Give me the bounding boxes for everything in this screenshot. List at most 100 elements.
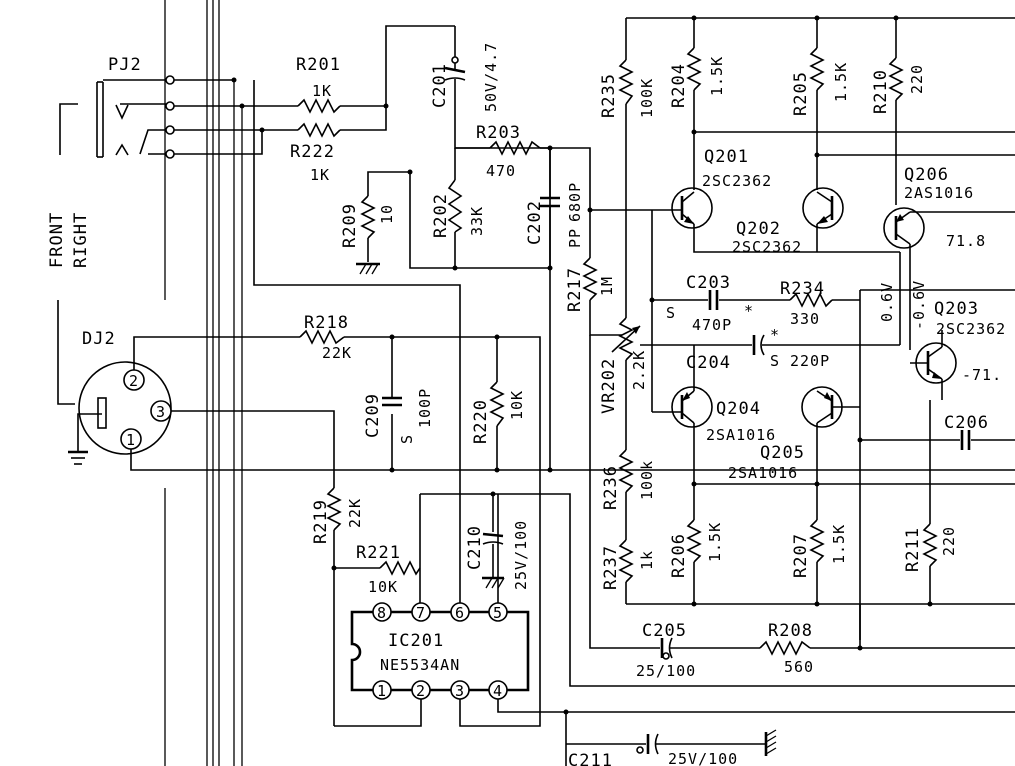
- c204-mark: *: [770, 326, 780, 344]
- transistor-q202: Q202 2SC2362: [732, 187, 844, 256]
- resistor-r203: R203 470: [476, 123, 541, 180]
- ic-ic201: 8 7 6 5 1 2 3 4 IC201 NE5534AN: [350, 602, 530, 700]
- c209-ref: C209: [363, 393, 383, 438]
- c202-ref: C202: [525, 200, 545, 245]
- r205-value: 1.5K: [832, 62, 850, 102]
- resistor-r222: R222 1K: [290, 122, 341, 184]
- r235-ref: R235: [599, 73, 619, 118]
- resistor-r204: R204 1.5K: [669, 47, 726, 190]
- ic201-ref: IC201: [388, 631, 444, 651]
- c209-value: 100P: [416, 388, 434, 428]
- capacitor-c201: C201 50V/4.7: [430, 42, 500, 112]
- r217-value: 1M: [598, 276, 616, 296]
- voltage-neg-0-6v: -0.6V: [910, 280, 928, 330]
- r218-ref: R218: [304, 313, 349, 333]
- transistor-q206: Q206 2AS1016 71.8: [883, 165, 1015, 350]
- q206-part: 2AS1016: [904, 184, 974, 202]
- c209-type: S: [398, 434, 416, 444]
- c203-type: S: [666, 304, 676, 322]
- r203-value: 470: [486, 162, 516, 180]
- r201-value: 1K: [312, 82, 332, 100]
- resistor-r210: R210 220: [871, 57, 926, 205]
- r217-ref: R217: [565, 267, 585, 312]
- c203-mark: *: [744, 302, 754, 320]
- r208-ref: R208: [768, 621, 813, 641]
- r237-ref: R237: [601, 545, 621, 590]
- resistor-r201: R201 1K: [296, 55, 341, 114]
- c210-value: 25V/100: [512, 520, 530, 590]
- c211-value: 25V/100: [668, 750, 738, 766]
- resistor-r208: R208 560: [759, 604, 1015, 676]
- resistor-r234: R234 330: [780, 279, 861, 640]
- resistor-r220: R220 10K: [471, 381, 526, 444]
- r201-ref: R201: [296, 55, 341, 75]
- resistor-r235: R235 100K: [599, 59, 656, 318]
- capacitor-c210: C210 25V/100: [465, 494, 530, 590]
- q201-ref: Q201: [704, 147, 749, 167]
- r204-ref: R204: [669, 63, 689, 108]
- r219-ref: R219: [311, 499, 331, 544]
- resistor-r206: R206 1.5K: [669, 519, 724, 604]
- transistor-q203: Q203 2SC2362 -71.: [910, 299, 1006, 400]
- r235-value: 100K: [638, 78, 656, 118]
- r208-value: 560: [784, 658, 814, 676]
- voltage-neg-71: -71.: [962, 366, 1002, 384]
- r209-ref: R209: [340, 203, 360, 248]
- r202-ref: R202: [431, 193, 451, 238]
- c204-ref: C204: [686, 353, 731, 373]
- capacitor-c209: C209 S 100P: [363, 388, 434, 444]
- capacitor-c205: C205 25/100: [589, 335, 760, 680]
- ic-pin-6: 6: [455, 604, 465, 622]
- r220-ref: R220: [471, 399, 491, 444]
- c203-ref: C203: [686, 273, 731, 293]
- vr202-value: 2.2K: [630, 350, 648, 390]
- r221-value: 10K: [368, 578, 398, 596]
- r206-value: 1.5K: [706, 522, 724, 562]
- pj2-label: PJ2: [108, 55, 142, 75]
- q201-part: 2SC2362: [702, 172, 772, 190]
- c206-ref: C206: [944, 413, 989, 433]
- c205-value: 25/100: [636, 662, 696, 680]
- vr202-ref: VR202: [599, 358, 619, 414]
- r221-ref: R221: [356, 543, 401, 563]
- r222-ref: R222: [290, 142, 335, 162]
- r234-value: 330: [790, 310, 820, 328]
- q205-part: 2SA1016: [728, 464, 798, 482]
- jack-pj2: PJ2: [59, 55, 175, 159]
- r210-ref: R210: [871, 69, 891, 114]
- capacitor-c204: C204 S 220P *: [640, 326, 900, 373]
- dj2-wiring: [130, 268, 1015, 570]
- capacitor-c206: C206: [857, 413, 1015, 450]
- r209-value: 10: [378, 204, 396, 224]
- q203-part: 2SC2362: [936, 320, 1006, 338]
- c201-ref: C201: [430, 63, 450, 108]
- c204-value: 220P: [790, 352, 830, 370]
- c211-ref: C211: [568, 751, 613, 766]
- top-rails: [625, 15, 1015, 158]
- resistor-r219: R219 22K: [311, 487, 364, 726]
- ic-pin-7: 7: [416, 604, 426, 622]
- resistor-r236: R236 100k: [601, 449, 656, 540]
- transistor-q204: Q204 2SA1016: [652, 345, 776, 520]
- r202-value: 33K: [468, 206, 486, 236]
- r203-ref: R203: [476, 123, 521, 143]
- resistor-r237: R237 1k: [601, 539, 656, 604]
- q202-part: 2SC2362: [732, 238, 802, 256]
- c202-type: PP: [566, 228, 584, 248]
- r205-ref: R205: [791, 71, 811, 116]
- c202-value: 680P: [566, 182, 584, 222]
- q206-ref: Q206: [904, 165, 949, 185]
- ic-pin-2: 2: [416, 682, 426, 700]
- ic201-part: NE5534AN: [380, 656, 460, 674]
- c210-ref: C210: [465, 525, 485, 570]
- resistor-r207: R207 1.5K: [791, 519, 848, 604]
- q205-ref: Q205: [760, 443, 805, 463]
- q204-part: 2SA1016: [706, 426, 776, 444]
- input-wiring: [174, 25, 652, 570]
- resistor-r221: R221 10K: [331, 543, 421, 596]
- r218-value: 22K: [322, 344, 352, 362]
- r211-value: 220: [940, 526, 958, 556]
- resistor-r209: R209 10: [340, 195, 396, 275]
